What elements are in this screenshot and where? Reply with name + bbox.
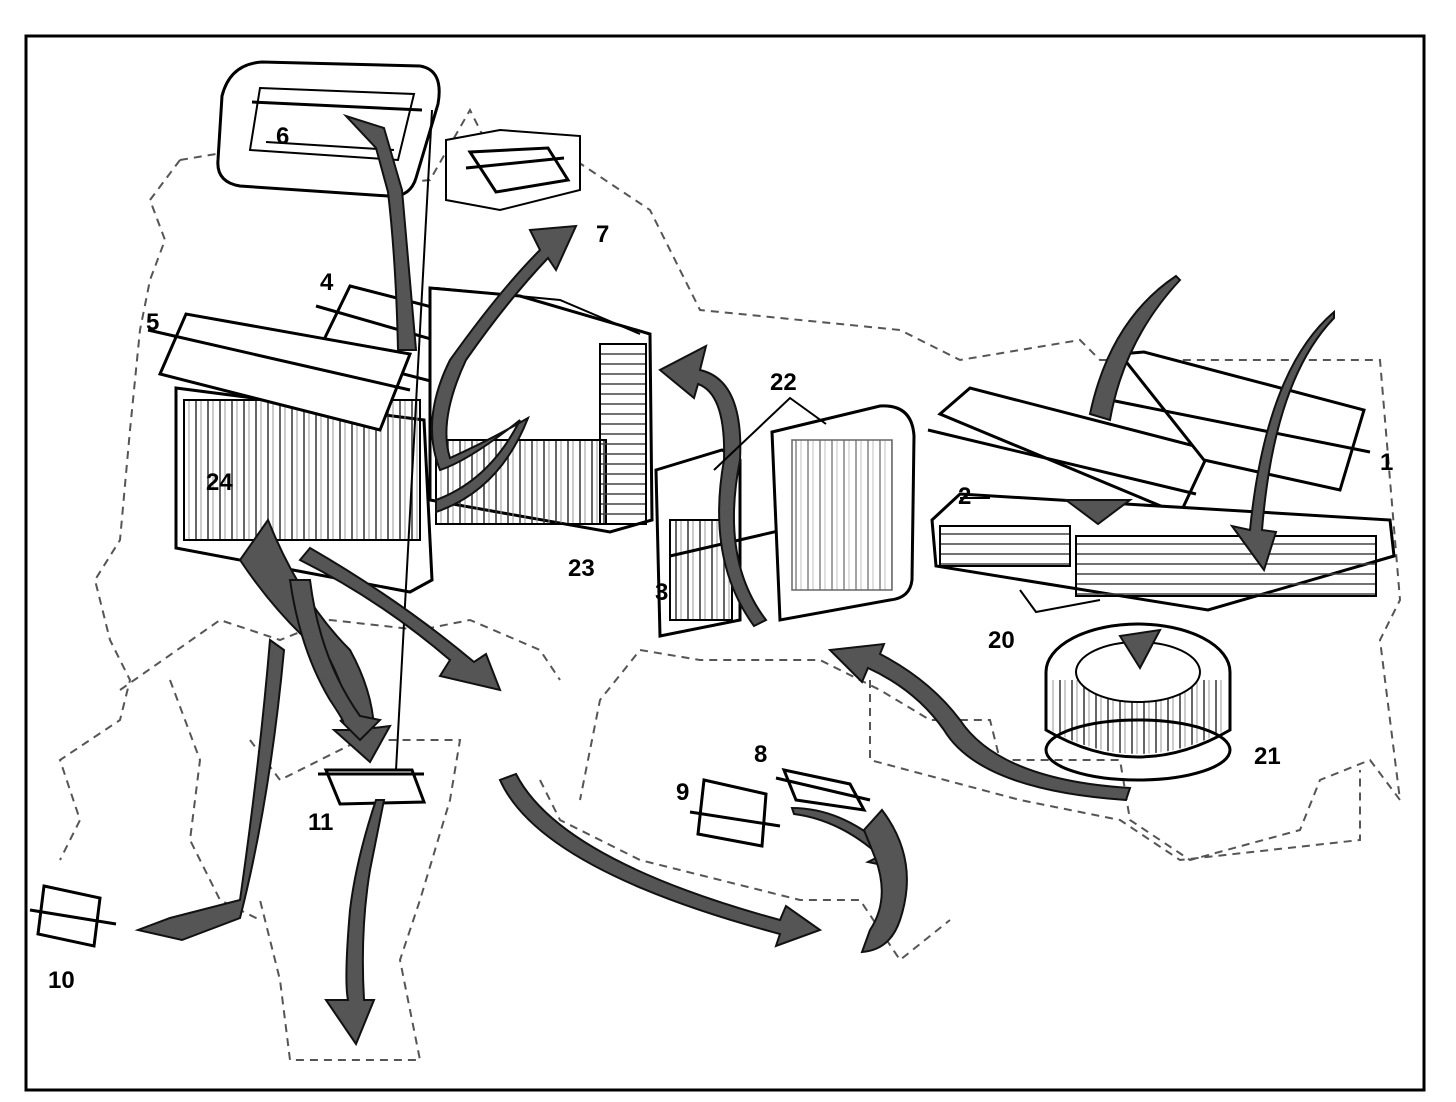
housing-outline <box>58 107 1402 1061</box>
label-23: 23 <box>568 555 595 582</box>
vent-11 <box>318 768 427 806</box>
label-20: 20 <box>988 627 1015 654</box>
heater-core-24 <box>147 312 434 594</box>
label-3: 3 <box>655 579 668 606</box>
label-22: 22 <box>770 369 797 396</box>
label-9: 9 <box>676 779 689 806</box>
label-2: 2 <box>958 483 971 510</box>
label-10: 10 <box>48 967 75 994</box>
vent-9 <box>689 778 781 848</box>
vent-8 <box>775 767 871 812</box>
label-8: 8 <box>754 741 767 768</box>
control-cable <box>395 109 433 771</box>
leader-lines <box>713 396 990 499</box>
vent-10 <box>29 884 117 948</box>
diagram-frame <box>24 34 1426 1092</box>
filter-22-3 <box>654 404 916 638</box>
label-21: 21 <box>1254 743 1281 770</box>
label-4: 4 <box>320 269 334 296</box>
airflow-arrows <box>134 113 1335 1047</box>
label-7: 7 <box>596 221 609 248</box>
label-11: 11 <box>308 809 333 836</box>
label-1: 1 <box>1380 449 1393 476</box>
label-5: 5 <box>146 309 159 336</box>
defrost-vent-6 <box>216 60 441 198</box>
inlet-flaps-1-2 <box>927 350 1396 614</box>
blower-fan-21 <box>1044 622 1232 782</box>
label-24: 24 <box>206 469 233 496</box>
center-vent-top <box>445 128 581 212</box>
label-6: 6 <box>276 123 289 150</box>
